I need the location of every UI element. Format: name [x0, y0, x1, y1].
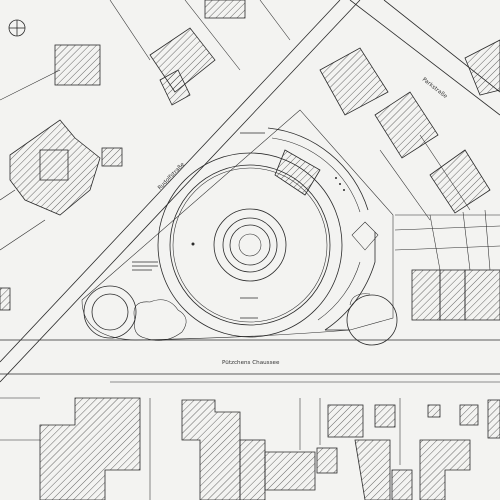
buildings-northeast	[274, 39, 500, 321]
street-label-puetzchens-chaussee: Pützchens Chaussee	[222, 360, 280, 366]
plaza-marks	[132, 261, 158, 271]
parcels-northeast	[379, 134, 500, 271]
main-road	[0, 339, 500, 383]
parcels-northwest	[0, 0, 291, 251]
street-label-parkstrasse: Parkstraße	[421, 77, 449, 100]
north-arrow-icon	[8, 19, 26, 37]
rotunda	[157, 127, 379, 338]
parcels-south	[0, 397, 401, 500]
plaza-outline	[81, 109, 394, 341]
tree-circles	[83, 285, 398, 346]
street-label-rudolfstrasse: Rudolfstraße	[157, 161, 186, 191]
buildings-northwest	[0, 0, 246, 311]
diagonal-road	[0, 0, 361, 383]
buildings-south	[39, 397, 500, 500]
